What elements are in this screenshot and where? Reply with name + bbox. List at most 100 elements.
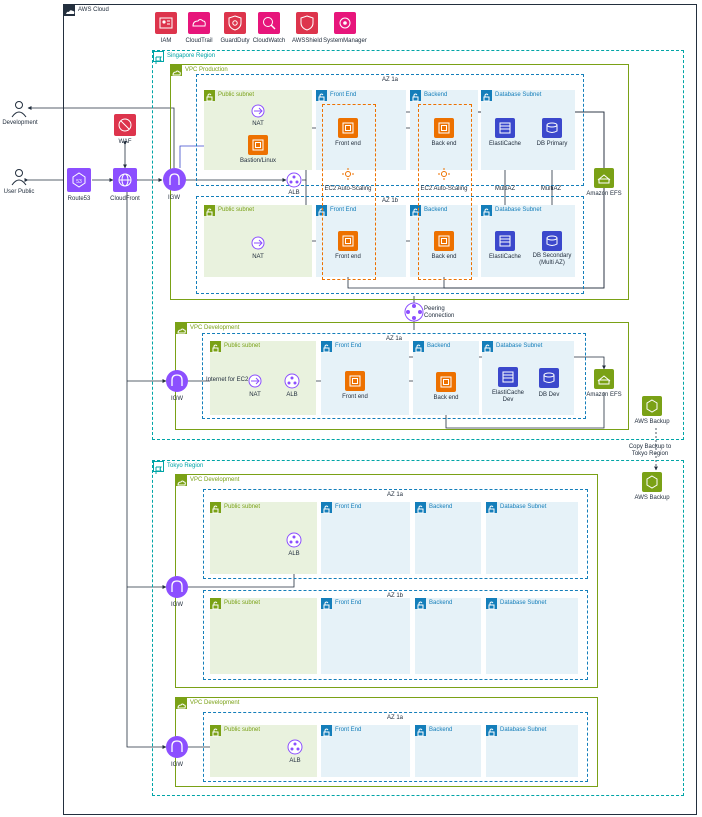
cloudwatch-icon: [258, 12, 280, 34]
multiaz-label: MultiAZ: [540, 186, 562, 192]
svg-text:53: 53: [76, 179, 82, 185]
efs-icon: [594, 369, 614, 389]
subnet-label: Front End: [335, 727, 362, 733]
auto-scaling-group-frontend: [322, 104, 376, 280]
subnet-label: Backend: [429, 504, 453, 510]
frontend-ec2-icon: [338, 118, 358, 138]
elasticache-icon: [495, 231, 515, 251]
cloudfront-label: CloudFront: [110, 196, 140, 202]
subnet-label: Front End: [330, 207, 357, 213]
az-1b-group: [203, 590, 588, 680]
aws-cloud-label: AWS Cloud: [78, 7, 109, 13]
auto-scaling-label: EC2 Auto-Scaling: [324, 186, 372, 192]
elasticache-label: ElastiCache: [488, 254, 522, 260]
development-label: Development: [2, 120, 38, 126]
frontend-ec2-icon: [338, 231, 358, 251]
systems-manager-icon: [334, 12, 356, 34]
az-label: AZ 1b: [381, 198, 399, 204]
aws-backup-icon: [642, 396, 662, 416]
backend-label: Back end: [431, 254, 457, 260]
bastion-ec2-icon: [248, 135, 268, 155]
waf-label: WAF: [118, 139, 132, 145]
subnet-label: Public subnet: [224, 727, 261, 733]
alb-icon: [287, 739, 303, 755]
service-label: SystemManager: [323, 38, 367, 44]
nat-icon: [251, 104, 265, 118]
internet-for-ec2-label: Internet for EC2: [206, 377, 249, 383]
lock-icon: [204, 90, 215, 102]
public-subnet-group: Public subnet: [204, 90, 312, 170]
user-public-label: User Public: [3, 189, 35, 195]
efs-label: Amazon EFS: [586, 392, 622, 398]
subnet-label: Front End: [335, 343, 362, 349]
database-subnet-group: Database Subnet: [486, 598, 578, 674]
lock-icon: [415, 598, 426, 610]
tokyo-region-label: Tokyo Region: [167, 463, 204, 469]
backend-subnet-group: Backend: [415, 725, 481, 777]
rds-icon: [542, 231, 562, 251]
frontend-subnet-group: Front End: [321, 725, 410, 777]
auto-scaling-icon: [438, 168, 450, 180]
az-label: AZ 1a: [385, 336, 403, 342]
nat-icon: [248, 374, 262, 388]
subnet-label: Front End: [330, 92, 357, 98]
vpc-production-label: VPC Production: [185, 67, 228, 73]
nat-label: NAT: [252, 121, 264, 127]
az-label: AZ 1a: [386, 715, 404, 721]
lock-icon: [481, 205, 492, 217]
peering-label: Peering Connection: [424, 306, 455, 319]
efs-label: Amazon EFS: [586, 191, 622, 197]
subnet-label: Backend: [424, 207, 448, 213]
subnet-label: Backend: [427, 343, 451, 349]
copy-backup-label: Copy Backup to Tokyo Region: [628, 444, 672, 457]
development-user-icon: [11, 101, 27, 118]
service-label: GuardDuty: [220, 38, 250, 44]
aws-backup-label: AWS Backup: [634, 419, 670, 425]
backend-ec2-icon: [436, 372, 456, 392]
az-label: AZ 1a: [381, 77, 399, 83]
alb-label: ALB: [286, 392, 298, 398]
lock-icon: [482, 341, 493, 353]
user-public-icon: [11, 169, 27, 186]
frontend-ec2-icon: [345, 371, 365, 391]
tokyo-region-group: Tokyo Region: [152, 460, 684, 796]
az-1a-group: [202, 333, 586, 419]
igw-icon: [163, 168, 186, 191]
service-label: AWSShield: [291, 38, 323, 44]
elasticache-label: ElastiCache: [488, 141, 522, 147]
lock-icon: [321, 725, 332, 737]
subnet-label: Database Subnet: [495, 207, 542, 213]
igw-label: IGW: [171, 602, 183, 608]
bastion-label: Bastion/Linux: [239, 158, 277, 164]
backend-subnet-group: Backend: [415, 502, 481, 574]
vpc-icon: [176, 475, 187, 486]
az-label: AZ 1b: [386, 593, 404, 599]
lock-icon: [210, 598, 221, 610]
lock-icon: [316, 90, 327, 102]
subnet-label: Public subnet: [224, 343, 261, 349]
lock-icon: [481, 90, 492, 102]
subnet-label: Public subnet: [218, 92, 255, 98]
peering-icon: [404, 302, 424, 322]
lock-icon: [486, 725, 497, 737]
db-primary-label: DB Primary: [536, 141, 568, 147]
subnet-label: Database Subnet: [496, 343, 543, 349]
auto-scaling-icon: [342, 168, 354, 180]
lock-icon: [210, 341, 221, 353]
backend-label: Back end: [433, 395, 459, 401]
igw-label: IGW: [168, 195, 180, 201]
singapore-region-group: Singapore Region: [152, 50, 684, 440]
region-flag-icon: [153, 461, 164, 474]
region-flag-icon: [153, 51, 164, 64]
frontend-subnet-group: Front End: [321, 598, 410, 674]
efs-icon: [594, 168, 614, 188]
lock-icon: [321, 598, 332, 610]
lock-icon: [410, 90, 421, 102]
az-1a-group: [196, 74, 584, 186]
lock-icon: [210, 502, 221, 514]
backend-ec2-icon: [434, 118, 454, 138]
subnet-label: Backend: [429, 727, 453, 733]
service-label: IAM: [160, 38, 172, 44]
az-1b-group: [196, 196, 584, 294]
igw-icon: [166, 370, 188, 392]
